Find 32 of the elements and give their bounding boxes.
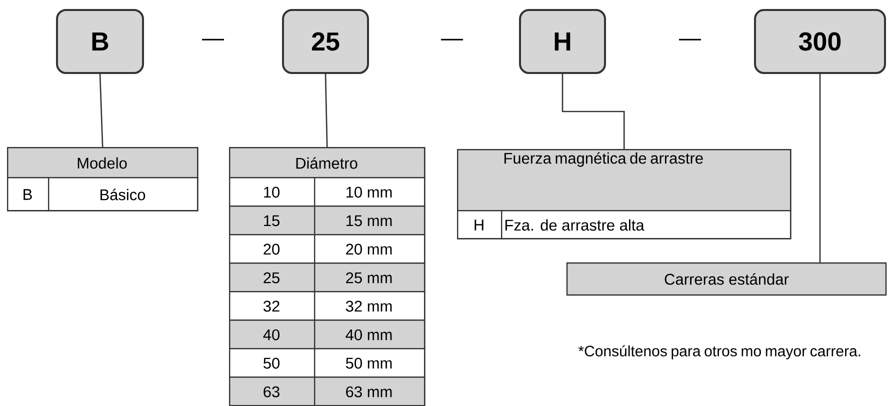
code-box: 300 <box>754 9 886 74</box>
connector-line <box>562 74 625 149</box>
connector-line <box>819 74 821 262</box>
dash-separator: — <box>679 38 701 40</box>
table-cell: 20 mm <box>314 234 426 264</box>
table-cell: 63 <box>229 376 316 406</box>
connector-line <box>99 74 104 148</box>
spec-table <box>457 149 792 240</box>
table-cell: B <box>7 177 50 212</box>
table-cell: 63 mm <box>314 376 426 406</box>
table-header: Fuerza magnética de arrastre <box>457 149 792 212</box>
table-cell: 25 mm <box>314 262 426 292</box>
dash-separator: — <box>202 38 224 40</box>
table-header: Modelo <box>7 147 198 178</box>
spec-table <box>7 147 198 212</box>
table-cell: 50 mm <box>314 348 426 378</box>
code-box: B <box>56 9 144 74</box>
table-cell: 40 <box>229 320 316 350</box>
connector-line <box>324 74 328 148</box>
dash-separator: — <box>441 38 463 40</box>
table-header: Carreras estándar <box>566 262 887 296</box>
footnote: *Consúltenos para otros mo mayor carrera. <box>578 345 860 360</box>
table-header: Diámetro <box>229 147 426 178</box>
table-cell: 15 mm <box>314 206 426 236</box>
table-cell: H <box>457 210 502 240</box>
table-cell: 25 <box>229 262 316 292</box>
code-box: H <box>519 9 606 74</box>
spec-table <box>229 147 426 406</box>
table-cell: 32 mm <box>314 291 426 321</box>
code-box: 25 <box>282 9 369 74</box>
table-cell: 15 <box>229 206 316 236</box>
table-cell: 40 mm <box>314 320 426 350</box>
